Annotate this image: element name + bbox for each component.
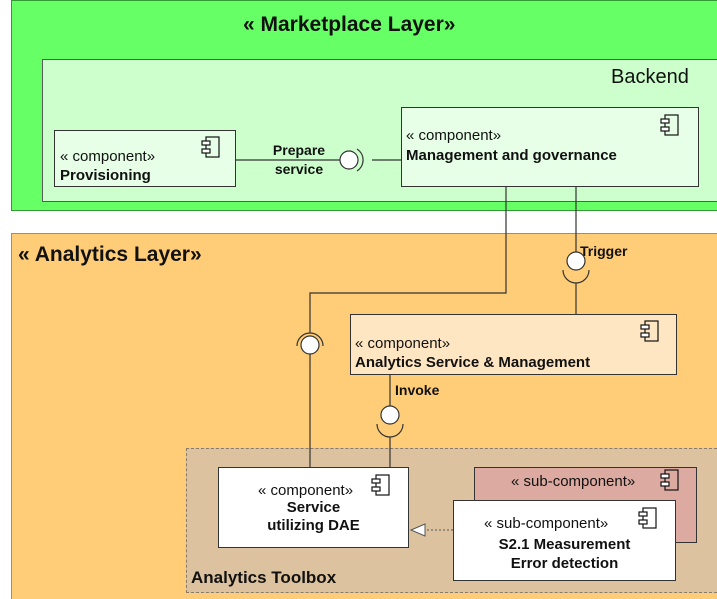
analytics-layer-title: « Analytics Layer» bbox=[18, 243, 202, 266]
backend-title: Backend bbox=[611, 66, 689, 88]
trigger-label: Trigger bbox=[580, 243, 628, 259]
management-governance-component[interactable] bbox=[401, 107, 699, 187]
analytics-service-stereotype: « component» bbox=[355, 335, 451, 352]
management-stereotype: « component» bbox=[406, 127, 502, 144]
provisioning-stereotype: « component» bbox=[60, 148, 156, 165]
marketplace-layer-title: « Marketplace Layer» bbox=[243, 13, 456, 36]
analytics-toolbox-title: Analytics Toolbox bbox=[191, 568, 337, 587]
service-dae-stereotype: « component» bbox=[258, 482, 354, 499]
management-name: Management and governance bbox=[406, 147, 617, 164]
sub-component-front-stereotype: « sub-component» bbox=[484, 515, 609, 532]
invoke-label: Invoke bbox=[395, 382, 440, 398]
service-dae-name: Service utilizing DAE bbox=[267, 499, 360, 534]
sub-component-front-name: S2.1 Measurement Error detection bbox=[498, 536, 631, 572]
provisioning-name: Provisioning bbox=[60, 167, 151, 184]
analytics-service-name: Analytics Service & Management bbox=[355, 354, 591, 371]
prepare-service-label: Prepare service bbox=[272, 142, 326, 177]
sub-component-back-stereotype: « sub-component» bbox=[511, 473, 636, 490]
